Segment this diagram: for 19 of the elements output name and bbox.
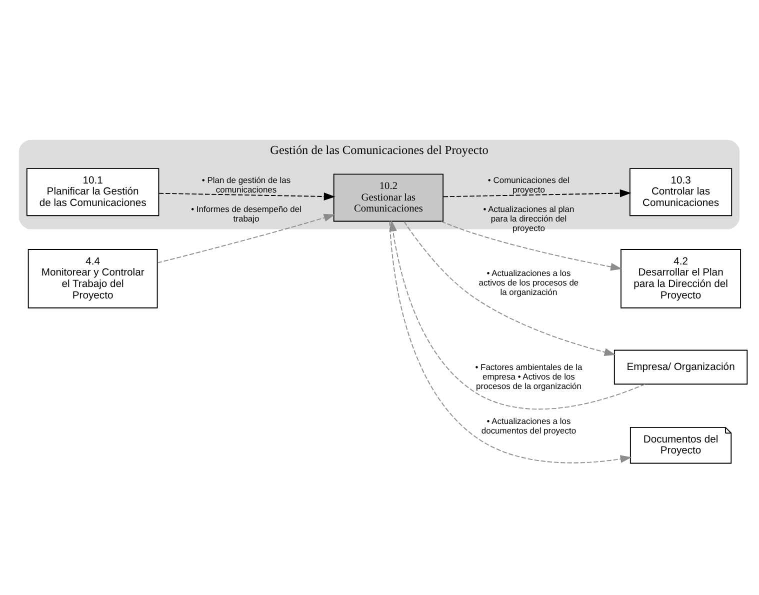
arrow (389, 220, 632, 463)
arrow (442, 188, 632, 197)
node-box: Empresa/ Organización (614, 349, 748, 384)
edge-label: • Plan de gestión de las comunicaciones (202, 174, 291, 194)
edge-label: • Informes de desempeño del trabajo (191, 204, 302, 223)
edge-label: • Factores ambientales de la empresa • Activos de los procesos de la organización (475, 362, 582, 391)
node-box: 4.2 Desarrollar el Plan para la Dirección del Proyecto (620, 248, 742, 308)
node-box: 10.1 Planificar la Gestión de las Comunicaciones (26, 168, 160, 216)
arrow (440, 220, 622, 270)
edge-label: • Comunicaciones del proyecto (488, 174, 570, 194)
arrow (158, 192, 336, 200)
edge-label: • Actualizaciones a los activos de los procesos de la organización (478, 268, 579, 296)
arrow (157, 213, 336, 263)
arrow (389, 220, 646, 409)
node-box: 10.2 Gestionar las Comunicaciones (333, 173, 444, 222)
arrow (404, 220, 616, 356)
node-box: 10.3 Controlar las Comunicaciones (629, 168, 732, 216)
node-box: 4.4 Monitorear y Controlar el Trabajo del Proyecto (28, 248, 158, 308)
edge-label: • Actualizaciones a los documentos del proyecto (481, 415, 576, 435)
